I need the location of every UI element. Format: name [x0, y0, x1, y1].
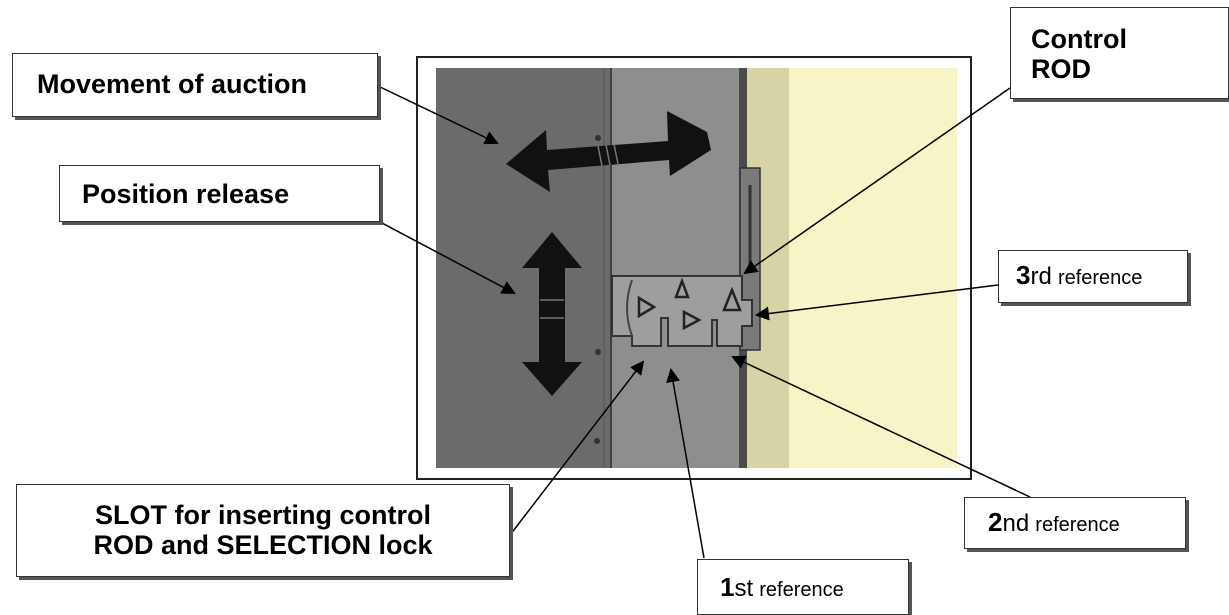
- leader-ref3: [755, 284, 999, 321]
- screw: [595, 349, 601, 355]
- label-ref1: 1st reference: [697, 559, 909, 615]
- ref1-number: 1: [720, 572, 735, 602]
- ref3-suffix: rd: [1030, 263, 1052, 290]
- triangle-mark: [722, 286, 742, 312]
- triangle-mark: [637, 295, 657, 319]
- triangle-mark: [682, 309, 702, 331]
- ref3-number: 3: [1016, 260, 1031, 290]
- label-control-rod-line1: Control: [1031, 24, 1127, 54]
- leader-control-rod: [743, 87, 1011, 275]
- label-control-rod: Control ROD: [1010, 7, 1229, 99]
- screw: [594, 438, 600, 444]
- label-slot-line1: SLOT for inserting control: [95, 500, 431, 530]
- screw: [595, 135, 601, 141]
- label-slot: SLOT for inserting control ROD and SELEC…: [16, 484, 510, 577]
- triangle-mark: [674, 277, 690, 299]
- label-slot-line2: ROD and SELECTION lock: [93, 530, 433, 560]
- cream-panel: [789, 68, 957, 468]
- label-position-release-text: Position release: [82, 179, 290, 209]
- double-arrow-vertical-icon: [522, 232, 582, 396]
- ref2-number: 2: [988, 507, 1003, 537]
- label-movement: Movement of auction: [12, 53, 378, 117]
- leader-ref1: [666, 368, 705, 559]
- ref1-word: reference: [759, 579, 844, 601]
- ref1-suffix: st: [734, 575, 754, 602]
- label-movement-text: Movement of auction: [37, 69, 308, 99]
- selector-plate: [611, 275, 753, 347]
- label-control-rod-line2: ROD: [1031, 54, 1091, 84]
- leader-movement: [377, 85, 499, 145]
- leader-slot: [509, 360, 645, 536]
- ref2-word: reference: [1035, 514, 1120, 536]
- label-position-release: Position release: [59, 165, 380, 222]
- leader-ref2: [731, 355, 1031, 498]
- leader-lines: [377, 85, 1031, 559]
- label-ref2: 2nd reference: [964, 497, 1186, 549]
- double-arrow-horizontal-icon: [506, 111, 711, 192]
- ref3-word: reference: [1057, 267, 1143, 289]
- label-ref3: 3rd reference: [998, 250, 1188, 303]
- leader-position: [379, 221, 516, 294]
- ref2-suffix: nd: [1002, 510, 1030, 537]
